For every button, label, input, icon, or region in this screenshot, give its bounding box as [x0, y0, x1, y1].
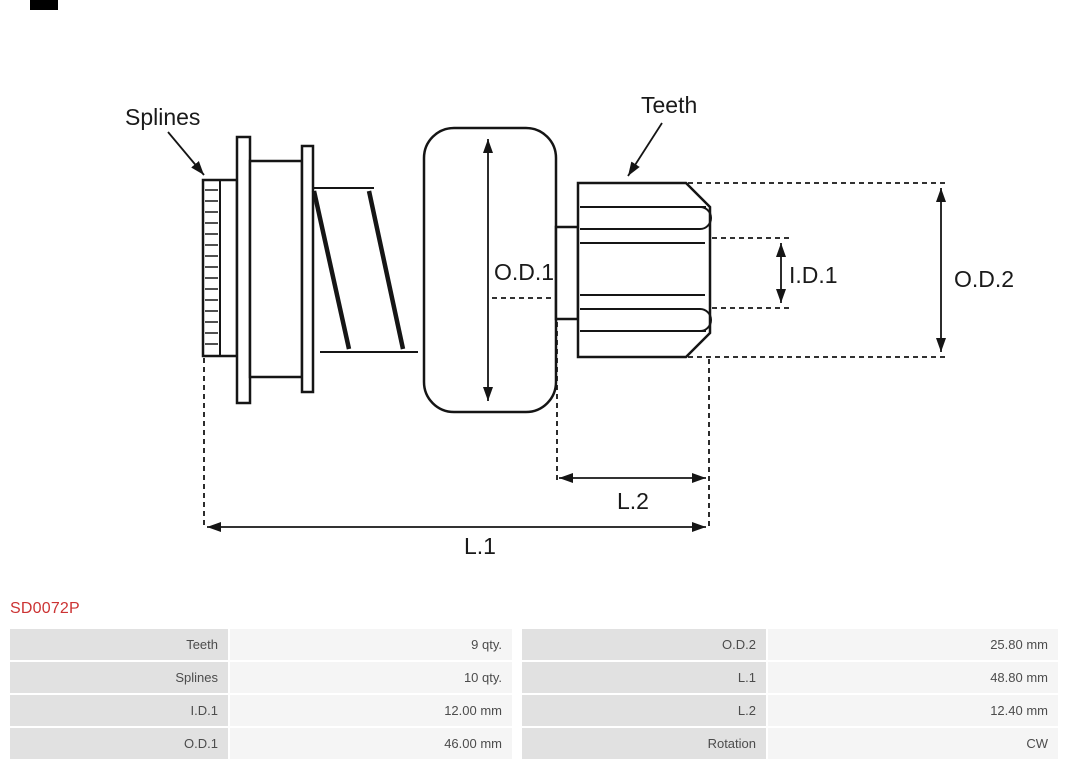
pinion-teeth-lines: [580, 206, 712, 332]
teeth-label: Teeth: [641, 92, 697, 118]
spec-value-cell: 10 qty.: [230, 662, 512, 693]
table-gap: [514, 629, 520, 660]
spec-table: Teeth 9 qty. O.D.2 25.80 mm Splines 10 q…: [10, 629, 1058, 759]
part-number: SD0072P: [10, 600, 80, 617]
brand-mark: [30, 0, 58, 10]
spec-label-cell: I.D.1: [10, 695, 228, 726]
l2-label: L.2: [617, 488, 649, 514]
teeth-leader-arrow: [627, 122, 663, 177]
splines-label: Splines: [125, 104, 200, 130]
spec-label-cell: O.D.1: [10, 728, 228, 759]
id1-label: I.D.1: [789, 262, 838, 288]
spec-label-cell: Teeth: [10, 629, 228, 660]
dimension-lines: [167, 122, 946, 532]
spec-value-cell: 48.80 mm: [768, 662, 1058, 693]
l1-label: L.1: [464, 533, 496, 559]
spec-value-cell: 46.00 mm: [230, 728, 512, 759]
spec-value-cell: 25.80 mm: [768, 629, 1058, 660]
spec-value-cell: 12.40 mm: [768, 695, 1058, 726]
spec-value-cell: CW: [768, 728, 1058, 759]
starter-drive-diagram: Splines Teeth O.D.1 I.D.1 O.D.2 L.2 L.1: [125, 92, 1014, 559]
spec-value-cell: 9 qty.: [230, 629, 512, 660]
spec-value-cell: 12.00 mm: [230, 695, 512, 726]
table-gap: [514, 728, 520, 759]
spec-label-cell: Rotation: [522, 728, 766, 759]
drive-assembly-outline: [201, 126, 712, 414]
spec-label-cell: O.D.2: [522, 629, 766, 660]
spec-label-cell: L.1: [522, 662, 766, 693]
od1-label: O.D.1: [494, 259, 554, 285]
spec-label-cell: L.2: [522, 695, 766, 726]
table-gap: [514, 662, 520, 693]
construction-lines: [203, 182, 948, 529]
spline-hatch: [205, 189, 218, 345]
splines-leader-arrow: [167, 131, 205, 176]
od2-label: O.D.2: [954, 266, 1014, 292]
table-gap: [514, 695, 520, 726]
spec-label-cell: Splines: [10, 662, 228, 693]
